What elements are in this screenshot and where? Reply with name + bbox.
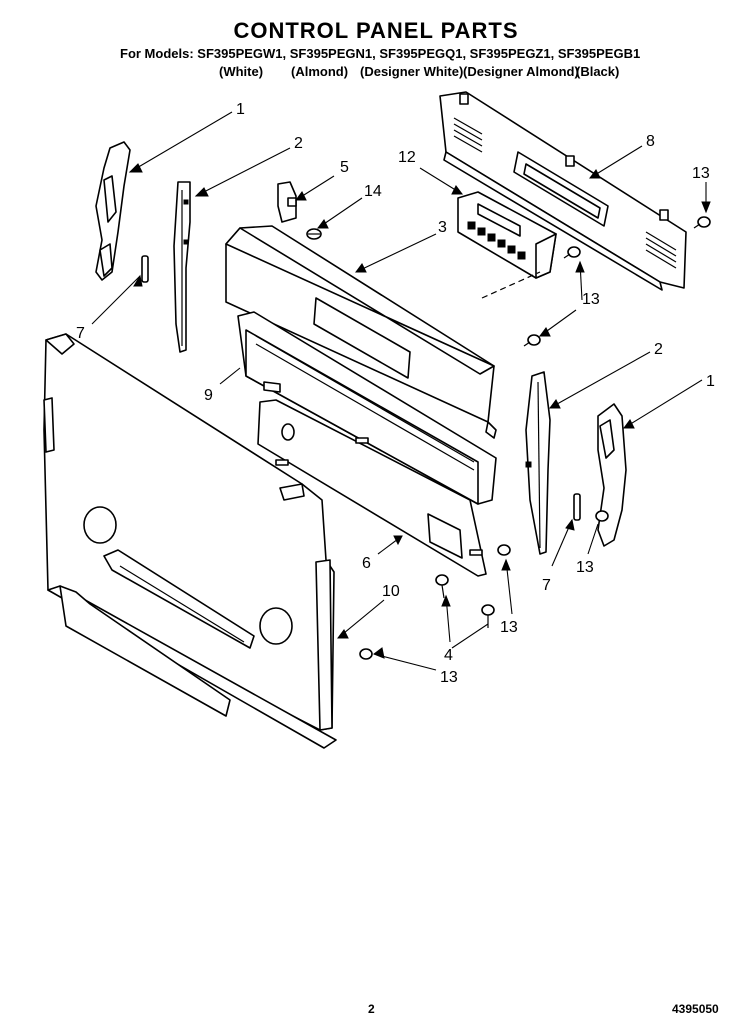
page-number: 2 (368, 1002, 375, 1016)
part-13-screws (359, 216, 711, 660)
model-list: For Models: SF395PEGW1, SF395PEGN1, SF39… (120, 46, 641, 61)
part-4-screws (435, 574, 495, 628)
callout-7-left: 7 (76, 325, 85, 342)
callout-6: 6 (362, 555, 371, 572)
part-9-rear-panel-bracket (237, 311, 497, 505)
part-7-left-clip (141, 255, 149, 283)
callout-1-top: 1 (236, 101, 245, 118)
callout-13-low: 13 (500, 619, 518, 636)
part-8-rear-bracket (439, 91, 687, 291)
color-designer-white: (Designer White) (360, 64, 464, 79)
callout-12: 12 (398, 149, 416, 166)
callout-14: 14 (364, 183, 382, 200)
document-number: 4395050 (672, 1002, 719, 1016)
arrow-heads (128, 163, 711, 659)
part-3-control-panel (225, 225, 497, 439)
part-6-insulation-plate (257, 399, 487, 577)
page-title: CONTROL PANEL PARTS (233, 18, 519, 43)
part-2-right-side-bracket (525, 371, 551, 555)
part-12-clock-control (457, 191, 557, 299)
callout-8: 8 (646, 133, 655, 150)
callout-13-bottom: 13 (440, 669, 458, 686)
callout-4: 4 (444, 647, 453, 664)
callout-2-top: 2 (294, 135, 303, 152)
part-10-front-panel (43, 333, 337, 749)
part-2-left-side-bracket (173, 181, 191, 353)
color-almond: (Almond) (291, 64, 349, 79)
callout-13-top-right: 13 (692, 165, 710, 182)
callout-13-right: 13 (576, 559, 594, 576)
callout-9: 9 (204, 387, 213, 404)
callout-numbers: 1 2 5 14 12 8 13 3 7 13 9 2 1 6 7 13 10 … (76, 101, 715, 686)
callout-1-right: 1 (706, 373, 715, 390)
color-black: (Black) (576, 64, 620, 79)
callout-10: 10 (382, 583, 400, 600)
part-14-screw (306, 228, 322, 240)
callout-2-right: 2 (654, 341, 663, 358)
callout-3: 3 (438, 219, 447, 236)
callout-7-right: 7 (542, 577, 551, 594)
part-5-small-bracket (277, 181, 297, 223)
callout-13-mid: 13 (582, 291, 600, 308)
callout-5: 5 (340, 159, 349, 176)
part-1-right-end-cap (597, 403, 627, 547)
color-white: (White) (219, 64, 264, 79)
part-7-right-clip (573, 493, 581, 521)
part-1-left-end-cap (95, 141, 131, 281)
color-designer-almond: (Designer Almond) (463, 64, 579, 79)
